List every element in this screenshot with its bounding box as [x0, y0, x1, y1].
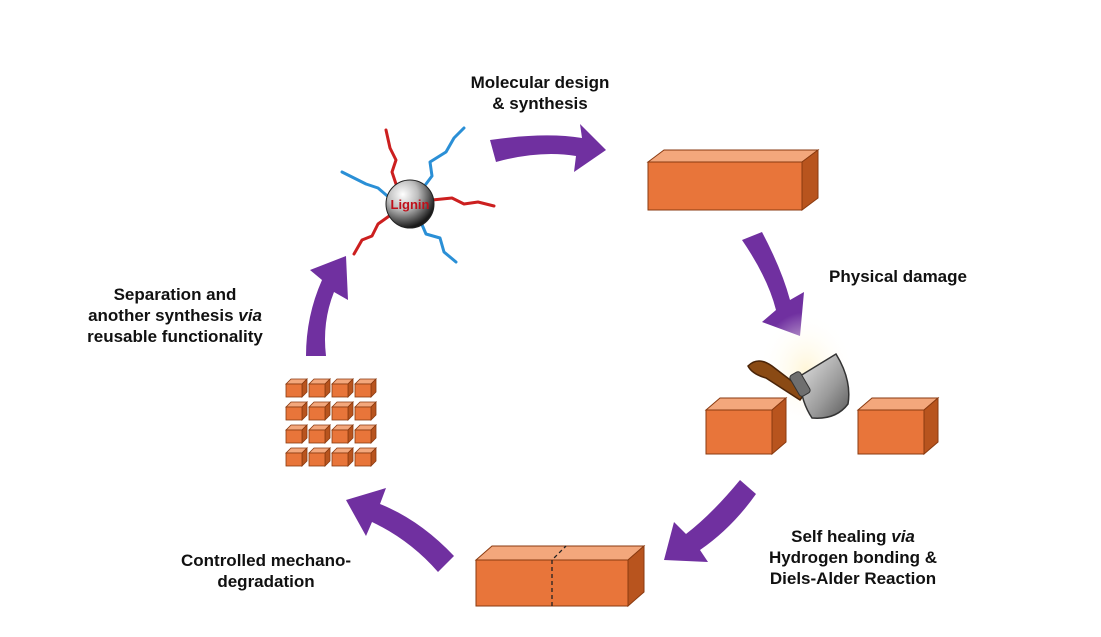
cycle-arrow-healing — [664, 480, 756, 562]
label-separation-line1: Separation and — [113, 285, 237, 304]
label-healing-line3: Diels-Alder Reaction — [769, 569, 937, 588]
healed-seam — [551, 545, 567, 606]
label-healing-line2: Hydrogen bonding & — [768, 548, 938, 567]
label-mechano-degradation: Controlled mechano- degradation — [156, 550, 376, 592]
fragment-cube — [331, 424, 354, 444]
label-separation-line3: reusable functionality — [87, 327, 263, 346]
label-healing-line1: Self healing via — [791, 527, 915, 546]
label-physical-damage: Physical damage — [808, 266, 988, 287]
axe-icon — [747, 352, 850, 419]
broken-block-right — [856, 396, 940, 456]
fragment-cube — [308, 447, 331, 467]
label-design-line2: & synthesis — [492, 94, 588, 113]
cycle-arrow-design — [490, 124, 606, 172]
fragment-cube — [285, 424, 308, 444]
material-block-pristine — [646, 149, 820, 211]
damaged-material — [704, 312, 940, 456]
label-design-line1: Molecular design — [470, 73, 610, 92]
label-degradation-line1: Controlled mechano- — [180, 551, 351, 570]
fragment-cube — [354, 401, 377, 421]
label-molecular-design: Molecular design & synthesis — [450, 72, 630, 114]
label-separation-line2: another synthesis via — [88, 306, 262, 325]
material-block-healed — [474, 544, 646, 608]
fragment-cube — [308, 424, 331, 444]
fragment-cube — [354, 378, 377, 398]
fragment-cube — [331, 447, 354, 467]
lignin-core-label: Lignin — [391, 197, 430, 212]
fragment-cube — [285, 401, 308, 421]
polymer-arms — [340, 126, 496, 264]
lignin-sphere-icon — [385, 179, 435, 229]
label-degradation-line2: degradation — [217, 572, 315, 591]
fragment-cube — [354, 447, 377, 467]
fragment-cube — [331, 378, 354, 398]
label-damage-line1: Physical damage — [829, 267, 967, 286]
cycle-arrow-degradation — [346, 488, 454, 572]
fragment-cube — [331, 401, 354, 421]
label-self-healing: Self healing via Hydrogen bonding & Diel… — [738, 526, 968, 589]
cycle-arrow-damage — [742, 232, 804, 336]
cycle-arrow-separation — [306, 256, 348, 356]
fragment-cube — [285, 378, 308, 398]
broken-block-left — [704, 396, 788, 456]
fragment-cube — [354, 424, 377, 444]
fragment-cube — [308, 378, 331, 398]
lignin-molecule: Lignin — [340, 126, 496, 264]
fragment-cube — [308, 401, 331, 421]
label-separation: Separation and another synthesis via reu… — [60, 284, 290, 347]
degraded-fragments-grid — [285, 378, 377, 467]
fragment-cube — [285, 447, 308, 467]
